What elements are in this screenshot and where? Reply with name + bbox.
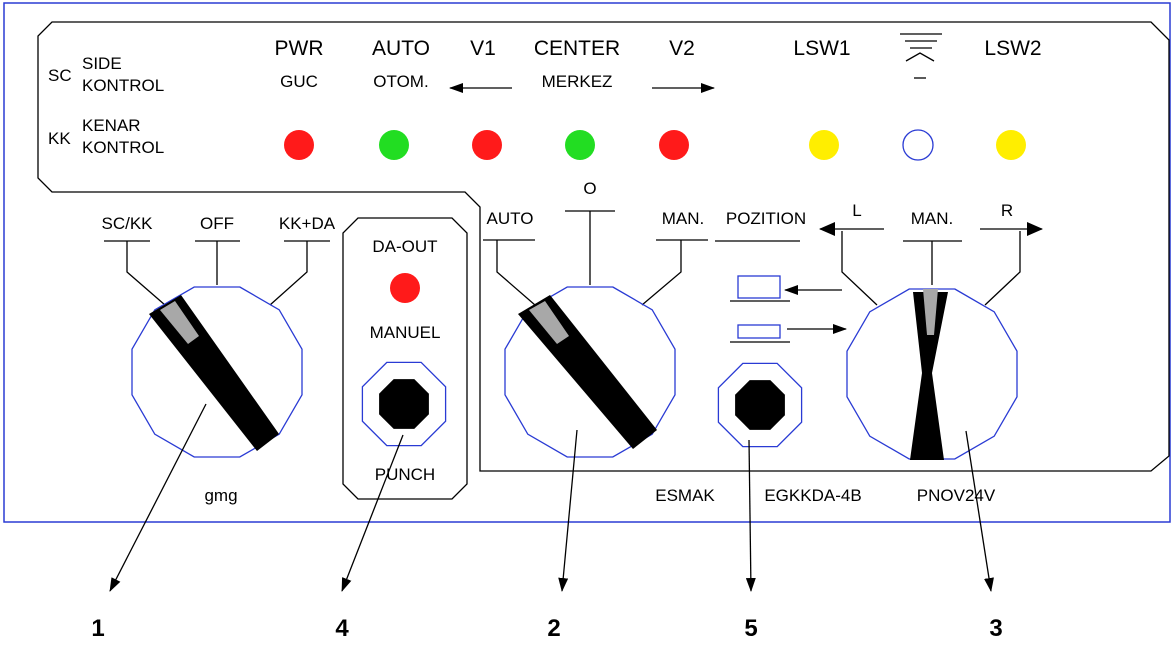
- lamp-v2: [659, 130, 689, 160]
- position-box-right: [737, 324, 781, 339]
- punch-module[interactable]: DA-OUT MANUEL PUNCH: [342, 217, 468, 500]
- push-button-5[interactable]: [717, 362, 803, 448]
- lamp-center: [565, 130, 595, 160]
- switch3-knob-body: [846, 288, 1018, 460]
- switch3-pos-l: L: [852, 201, 861, 220]
- lamp-v1: [472, 130, 502, 160]
- callout-arrow-1: [109, 403, 207, 592]
- callout-1: 1: [91, 615, 104, 642]
- sc-line2: KONTROL: [82, 76, 164, 95]
- switch-1[interactable]: SC/KK OFF KK+DA gmg: [101, 214, 335, 505]
- lamp-lsw1: [809, 130, 839, 160]
- switch1-pos-off: OFF: [200, 214, 234, 233]
- switch3-handle-highlight: [923, 289, 938, 335]
- lamp-lsw2: [996, 130, 1026, 160]
- indicator-label-v1: V1: [470, 37, 496, 60]
- indicator-sublabel-otom: OTOM.: [373, 72, 428, 91]
- punch-button-bezel: [361, 361, 447, 447]
- switch3-handle: [910, 292, 948, 460]
- indicator-labels: PWR GUC AUTO OTOM. V1 CENTER MERKEZ V2 L…: [275, 33, 1042, 93]
- switch2-pos-man: MAN.: [662, 209, 705, 228]
- callout-4: 4: [335, 615, 349, 642]
- indicator-label-pwr: PWR: [275, 37, 324, 60]
- button5-bezel: [717, 362, 803, 448]
- punch-button-label: PUNCH: [375, 465, 435, 484]
- indicator-sublabel-guc: GUC: [280, 72, 318, 91]
- callout-5: 5: [744, 615, 757, 642]
- inner-outline: [37, 21, 1170, 472]
- punch-button[interactable]: [379, 379, 429, 429]
- indicator-label-auto: AUTO: [372, 37, 430, 60]
- legend: SC SIDE KONTROL KK KENAR KONTROL: [48, 54, 164, 157]
- callout-3: 3: [989, 615, 1002, 642]
- position-indicator: POZITION: [715, 209, 847, 343]
- sc-abbr: SC: [48, 66, 72, 85]
- da-out-lamp: [390, 273, 420, 303]
- indicator-sublabel-merkez: MERKEZ: [542, 72, 613, 91]
- switch3-pos-r: R: [1001, 201, 1013, 220]
- callout-arrow-5: [745, 439, 756, 592]
- callout-2: 2: [547, 615, 560, 642]
- switch3-pos-man: MAN.: [911, 209, 954, 228]
- model-code: EGKKDA-4B: [764, 486, 861, 505]
- switch1-handle-highlight: [160, 301, 199, 344]
- indicator-label-lsw2: LSW2: [984, 37, 1041, 60]
- model-line: ESMAK EGKKDA-4B PNOV24V: [655, 486, 996, 505]
- callout-arrow-3: [965, 430, 994, 592]
- panel-frame: [3, 2, 1171, 523]
- model-voltage: PNOV24V: [917, 486, 996, 505]
- indicator-label-center: CENTER: [534, 37, 620, 60]
- switch-3[interactable]: L MAN. R: [819, 201, 1043, 460]
- switch1-knob-body: [131, 286, 303, 458]
- lamp-auto: [379, 130, 409, 160]
- switch2-handle-highlight: [529, 301, 569, 344]
- punch-module-outline: [342, 217, 468, 500]
- indicator-label-lsw1: LSW1: [793, 37, 850, 60]
- level-symbol-icon: [900, 33, 942, 79]
- punch-lamp-label: DA-OUT: [372, 237, 437, 256]
- switch1-caption: gmg: [204, 486, 237, 505]
- punch-mode-label: MANUEL: [370, 323, 441, 342]
- indicator-label-v2: V2: [669, 37, 695, 60]
- position-label: POZITION: [726, 209, 806, 228]
- lamp-pwr: [284, 130, 314, 160]
- callouts: 1 4 2 5 3: [91, 403, 1003, 642]
- position-box-left: [737, 275, 781, 299]
- switch1-pos-kkda: KK+DA: [279, 214, 336, 233]
- lamp-level: [902, 129, 934, 161]
- switch2-pos-auto: AUTO: [487, 209, 534, 228]
- kk-line2: KONTROL: [82, 138, 164, 157]
- callout-arrow-2: [558, 429, 578, 592]
- model-brand: ESMAK: [655, 486, 715, 505]
- kk-line1: KENAR: [82, 116, 141, 135]
- kk-abbr: KK: [48, 129, 71, 148]
- switch2-pos-o: O: [583, 179, 596, 198]
- button5[interactable]: [735, 380, 785, 430]
- sc-line1: SIDE: [82, 54, 122, 73]
- indicator-lamps: [284, 129, 1026, 161]
- callout-arrow-4: [341, 434, 404, 592]
- switch-2[interactable]: AUTO O MAN.: [483, 179, 708, 458]
- switch1-pos-sckk: SC/KK: [101, 214, 153, 233]
